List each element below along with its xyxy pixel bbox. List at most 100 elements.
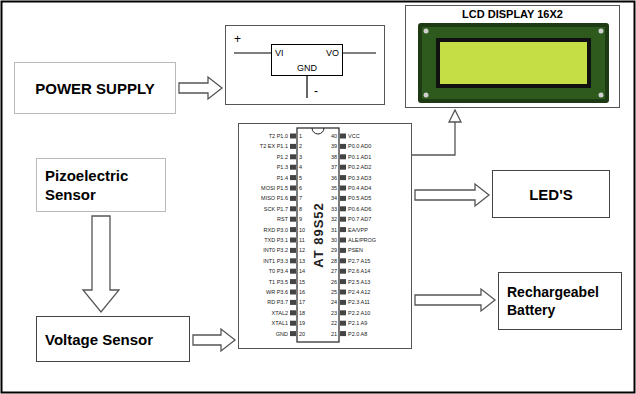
pin-number: 8 — [299, 205, 311, 213]
pin-number: 30 — [325, 236, 337, 244]
pin-name: P2.1 A9 — [348, 319, 411, 327]
chip-pin — [340, 238, 346, 243]
pin-name: RD P3.7 — [239, 298, 288, 306]
pin-name: P0.5 AD5 — [348, 194, 411, 202]
pin-number: 3 — [299, 153, 311, 161]
polarity-sign: + — [234, 32, 241, 46]
block-arrow — [415, 184, 489, 206]
chip-pin — [340, 154, 346, 159]
pin-name: P2.6 A14 — [348, 267, 411, 275]
regulator-panel: +-VIGNDVO — [225, 25, 385, 105]
chip-name: AT 89S52 — [311, 202, 326, 268]
pin-label: VO — [326, 48, 339, 59]
chip-pin — [290, 331, 296, 336]
lcd-screen — [440, 42, 587, 84]
pin-name: EA/VPP — [348, 226, 411, 234]
pin-number: 38 — [325, 153, 337, 161]
pin-name: XTAL1 — [239, 319, 288, 327]
chip-pin — [290, 321, 296, 326]
flow-arrow — [83, 216, 119, 312]
pin-number: 28 — [325, 257, 337, 265]
pin-name: P0.4 AD4 — [348, 184, 411, 192]
pin-number: 36 — [325, 174, 337, 182]
chip-pin — [340, 144, 346, 149]
pin-number: 6 — [299, 184, 311, 192]
chip-pin — [340, 134, 346, 139]
pin-number: 2 — [299, 142, 311, 150]
pin-name: T2 EX P1.1 — [239, 142, 288, 150]
block-arrow — [415, 289, 495, 311]
pin-label: VI — [275, 48, 284, 59]
polarity-sign: - — [314, 84, 318, 98]
pin-number: 32 — [325, 215, 337, 223]
chip-pin — [290, 310, 296, 315]
pin-number: 33 — [325, 205, 337, 213]
chip-pin — [340, 186, 346, 191]
pin-name: P2.5 A13 — [348, 278, 411, 286]
block-arrow — [193, 329, 235, 351]
pin-number: 29 — [325, 246, 337, 254]
chip-body — [297, 128, 339, 342]
chip-pin — [290, 186, 296, 191]
pin-name: T0 P3.4 — [239, 267, 288, 275]
lcd-bezel — [436, 38, 591, 88]
pin-name: P0.6 AD6 — [348, 205, 411, 213]
box-label: Pizoelectric Sensor — [45, 166, 157, 204]
pin-number: 7 — [299, 194, 311, 202]
pin-number: 18 — [299, 309, 311, 317]
box-label: Rechargeabel Battery — [507, 283, 613, 319]
chip-pin — [290, 290, 296, 295]
pin-number: 27 — [325, 267, 337, 275]
pin-number: 11 — [299, 236, 311, 244]
battery-box: Rechargeabel Battery — [498, 272, 622, 330]
ground-wire — [306, 76, 307, 98]
chip-pin — [340, 258, 346, 263]
chip-pin — [290, 269, 296, 274]
pin-name: P2.0 A8 — [348, 330, 411, 338]
pin-name: TXD P3.1 — [239, 236, 288, 244]
pin-name: T1 P3.5 — [239, 278, 288, 286]
pin-name: P0.2 AD2 — [348, 163, 411, 171]
flow-arrow — [179, 77, 222, 99]
chip-pin — [340, 206, 346, 211]
pin-name: P2.3 A11 — [348, 298, 411, 306]
microcontroller-panel: AT 89S52T2 P1.0T2 EX P1.1P1.2P1.3P1.4MOS… — [238, 123, 412, 349]
pin-name: SCK P1.7 — [239, 205, 288, 213]
pin-name: P0.7 AD7 — [348, 215, 411, 223]
chip-pin — [340, 196, 346, 201]
pin-name: PSEN — [348, 246, 411, 254]
input-wire — [234, 52, 271, 53]
chip-pin — [340, 300, 346, 305]
chip-pin — [290, 258, 296, 263]
chip-pin — [290, 227, 296, 232]
chip-pin — [290, 217, 296, 222]
block-arrow — [179, 77, 222, 99]
pin-number: 10 — [299, 226, 311, 234]
box-label: LED'S — [529, 186, 573, 203]
mount-hole — [599, 29, 604, 34]
chip-pin — [290, 144, 296, 149]
chip-pin — [340, 290, 346, 295]
pin-number: 13 — [299, 257, 311, 265]
chip-pin — [290, 175, 296, 180]
box-label: Voltage Sensor — [45, 331, 153, 348]
flow-arrow — [415, 289, 495, 311]
pin-name: GND — [239, 330, 288, 338]
chip-pin — [340, 279, 346, 284]
pin-number: 14 — [299, 267, 311, 275]
pin-name: MISO P1.6 — [239, 194, 288, 202]
pin-number: 24 — [325, 298, 337, 306]
pin-number: 26 — [325, 278, 337, 286]
chip-pin — [340, 310, 346, 315]
chip-pin — [290, 206, 296, 211]
pin-name: MOSI P1.5 — [239, 184, 288, 192]
pin-name: ALE/PROG — [348, 236, 411, 244]
chip-pin — [340, 227, 346, 232]
pin-number: 25 — [325, 288, 337, 296]
chip-pin — [340, 321, 346, 326]
sensor-box: Pizoelectric Sensor — [36, 158, 166, 212]
pin-name: INT1 P3.3 — [239, 257, 288, 265]
arrow-head — [449, 110, 461, 122]
flow-arrow — [415, 184, 489, 206]
panel-heading: LCD DISPLAY 16X2 — [406, 7, 619, 21]
